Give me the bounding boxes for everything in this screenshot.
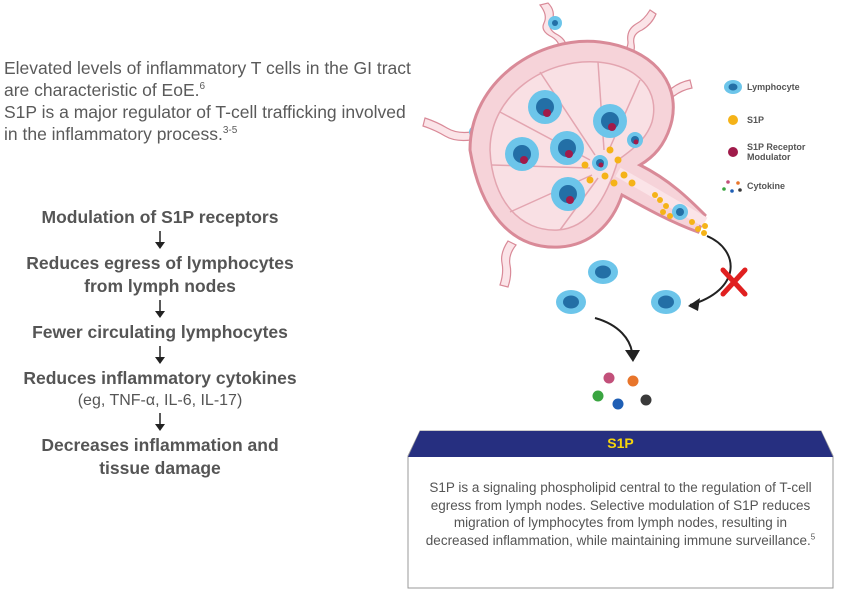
legend-label-cytokine: Cytokine <box>747 181 786 191</box>
s1p-receptor-modulators <box>520 109 639 204</box>
flow-step-2: Reduces egress of lymphocytes from lymph… <box>26 253 294 296</box>
legend-label-lymphocyte: Lymphocyte <box>747 82 800 92</box>
info-box-frame <box>407 430 834 589</box>
intro-text: Elevated levels of inflammatory T cells … <box>4 57 414 145</box>
node-lymphocytes <box>505 90 688 220</box>
flow-step-4: Reduces inflammatory cytokines (eg, TNF-… <box>0 367 320 411</box>
lymph-node <box>468 39 708 249</box>
info-box-title: S1P <box>607 435 634 451</box>
s1p-dot-icon <box>728 115 738 125</box>
s1p-dots <box>581 146 708 236</box>
info-box-ref: 5 <box>810 532 816 541</box>
legend-icons <box>722 80 742 193</box>
flow-step-1: Modulation of S1P receptors <box>41 207 279 227</box>
intro-paragraph-1: Elevated levels of inflammatory T cells … <box>4 58 411 100</box>
cytokine-dots-icon <box>722 180 742 193</box>
intro-paragraph-2: S1P is a major regulator of T-cell traff… <box>4 102 406 144</box>
afferent-vessels <box>422 2 693 288</box>
flow-step-3: Fewer circulating lymphocytes <box>32 322 288 342</box>
intro-ref-1: 6 <box>199 81 206 93</box>
mechanism-flow: Modulation of S1P receptors Reduces egre… <box>0 206 320 480</box>
modulator-dot-icon <box>728 147 738 157</box>
flow-step-4-examples: (eg, TNF-α, IL-6, IL-17) <box>77 392 243 409</box>
flow-arrow-icon <box>0 230 320 250</box>
s1p-info-box: S1P S1P is a signaling phospholipid cent… <box>407 430 834 589</box>
flow-arrow-icon <box>0 345 320 365</box>
lymphocyte-icon <box>724 80 742 94</box>
flow-arrow-icon <box>0 299 320 319</box>
legend-label-modulator: S1P Receptor Modulator <box>747 142 806 162</box>
retained-lymphocytes <box>556 260 681 314</box>
vessel-lymphocyte <box>548 16 562 30</box>
cytokine-cluster <box>592 372 652 410</box>
flow-step-4-label: Reduces inflammatory cytokines <box>23 368 297 388</box>
cytokine-arrow <box>594 317 633 353</box>
flow-arrow-icon <box>0 412 320 432</box>
block-x-icon <box>720 267 748 297</box>
info-box-text: S1P is a signaling phospholipid central … <box>425 480 816 548</box>
flow-step-5: Decreases inflammation and tissue damage <box>41 435 279 478</box>
egress-arrow <box>689 235 732 306</box>
vessel-lymphocyte <box>469 126 481 138</box>
legend-label-s1p: S1P <box>747 115 765 125</box>
intro-ref-2: 3-5 <box>222 125 238 137</box>
